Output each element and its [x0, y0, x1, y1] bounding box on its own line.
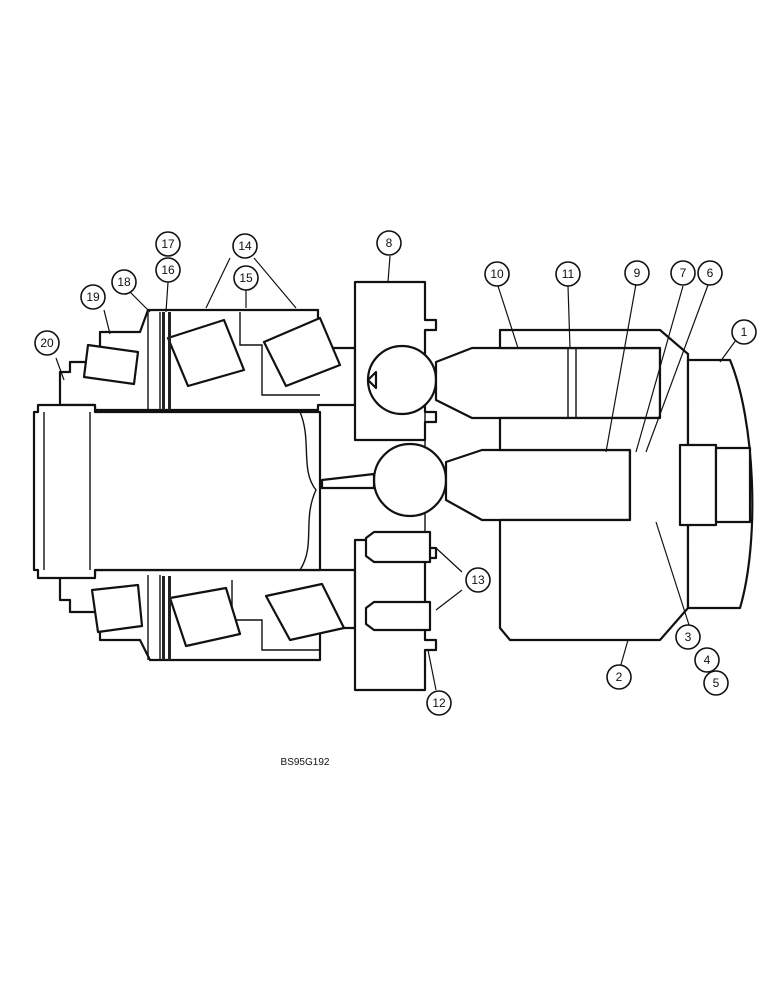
- callout-1-label: 1: [741, 325, 748, 339]
- callout-14: 14: [232, 233, 258, 259]
- callout-4-label: 4: [704, 653, 711, 667]
- callout-3-label: 3: [685, 630, 692, 644]
- callout-8-label: 8: [386, 236, 393, 250]
- callout-18: 18: [111, 269, 137, 295]
- callout-19-label: 19: [86, 290, 100, 304]
- callout-2-label: 2: [616, 670, 623, 684]
- callout-4: 4: [694, 647, 720, 673]
- upper-piston-assembly: [366, 344, 662, 420]
- figure-code: BS95G192: [281, 757, 330, 768]
- callout-15-label: 15: [239, 271, 253, 285]
- callout-18-label: 18: [117, 275, 131, 289]
- callout-3: 3: [675, 624, 701, 650]
- lower-piston-assembly: [320, 442, 660, 522]
- callout-13-label: 13: [471, 573, 485, 587]
- callout-7-label: 7: [680, 266, 687, 280]
- callout-12: 12: [426, 690, 452, 716]
- callout-7: 7: [670, 260, 696, 286]
- callout-6: 6: [697, 260, 723, 286]
- callout-5: 5: [703, 670, 729, 696]
- callout-19: 19: [80, 284, 106, 310]
- callout-17-label: 17: [161, 237, 175, 251]
- output-shaft: [32, 403, 322, 580]
- callout-1: 1: [731, 319, 757, 345]
- callout-2: 2: [606, 664, 632, 690]
- callout-14-label: 14: [238, 239, 252, 253]
- callout-10-label: 10: [490, 267, 504, 281]
- callout-9: 9: [624, 260, 650, 286]
- callout-6-label: 6: [707, 266, 714, 280]
- callout-13: 13: [465, 567, 491, 593]
- callout-16: 16: [155, 257, 181, 283]
- callout-17: 17: [155, 231, 181, 257]
- cam-housing: [498, 328, 754, 642]
- callout-8: 8: [376, 230, 402, 256]
- callout-20-label: 20: [40, 336, 54, 350]
- callout-9-label: 9: [634, 266, 641, 280]
- callout-11: 11: [555, 261, 581, 287]
- mounting-bolts: [364, 530, 432, 632]
- callout-11-label: 11: [562, 267, 575, 281]
- callout-10: 10: [484, 261, 510, 287]
- leader-lines: [55, 255, 737, 691]
- callout-12-label: 12: [432, 696, 446, 710]
- callout-20: 20: [34, 330, 60, 356]
- callout-15: 15: [233, 265, 259, 291]
- callout-16-label: 16: [161, 263, 175, 277]
- callout-5-label: 5: [713, 676, 720, 690]
- tapered-roller-bearings: [82, 312, 346, 660]
